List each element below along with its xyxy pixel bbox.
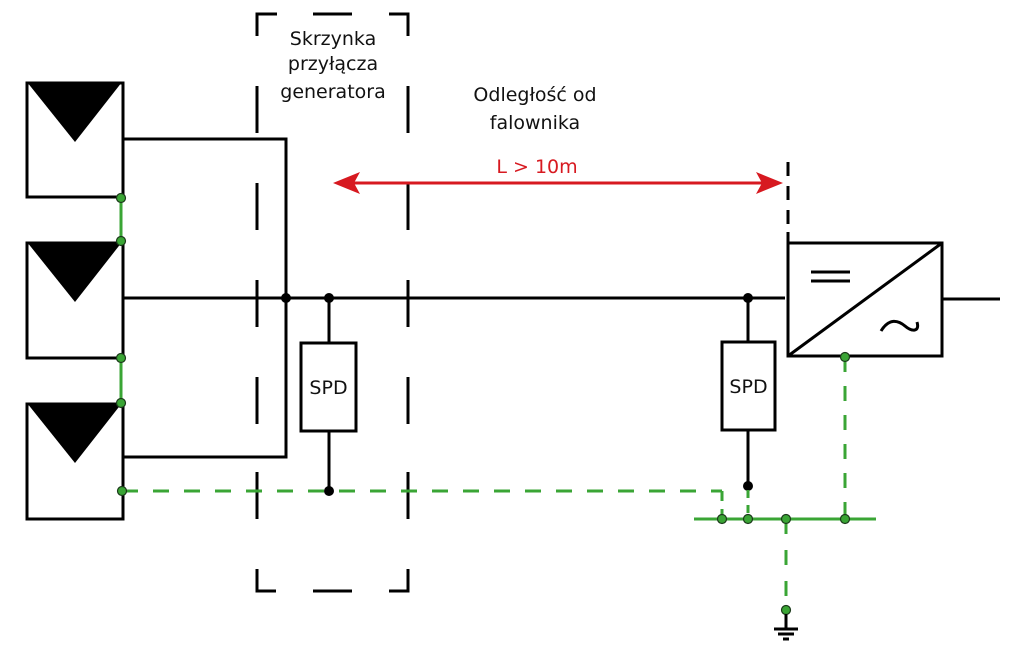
distance-label-line-1: Odległość od <box>473 84 596 106</box>
junction-box-outline <box>255 12 410 593</box>
spd-left-label: SPD <box>309 377 347 399</box>
pv-cell-icon <box>27 403 122 463</box>
spd-right: SPD <box>720 340 777 432</box>
ground-dots <box>115 192 851 616</box>
pv-module-2 <box>25 241 125 360</box>
earth-ground-icon <box>774 614 798 641</box>
junction-dots <box>281 293 753 496</box>
inverter <box>786 241 944 358</box>
distance-label: Odległość od falownika <box>473 84 596 134</box>
distance-label-line-2: falownika <box>490 112 580 134</box>
dc-symbol-icon <box>811 270 850 283</box>
distance-arrow <box>333 172 783 194</box>
pv-module-3 <box>25 402 125 521</box>
ac-symbol-icon <box>879 319 920 332</box>
pv-cell-icon <box>27 82 122 142</box>
spd-left: SPD <box>299 341 358 433</box>
spd-right-label: SPD <box>729 376 767 398</box>
junction-box-label-line-1: Skrzynka <box>290 28 376 50</box>
junction-box-label-line-3: generatora <box>280 81 385 103</box>
junction-box-label: Skrzynka przyłącza generatora <box>280 28 385 103</box>
junction-box-label-line-2: przyłącza <box>288 53 378 75</box>
length-label: L > 10m <box>496 156 577 178</box>
pv-cell-icon <box>27 242 122 302</box>
pv-module-1 <box>25 81 125 199</box>
arrow-left-icon <box>333 172 360 194</box>
arrow-right-icon <box>756 172 783 194</box>
